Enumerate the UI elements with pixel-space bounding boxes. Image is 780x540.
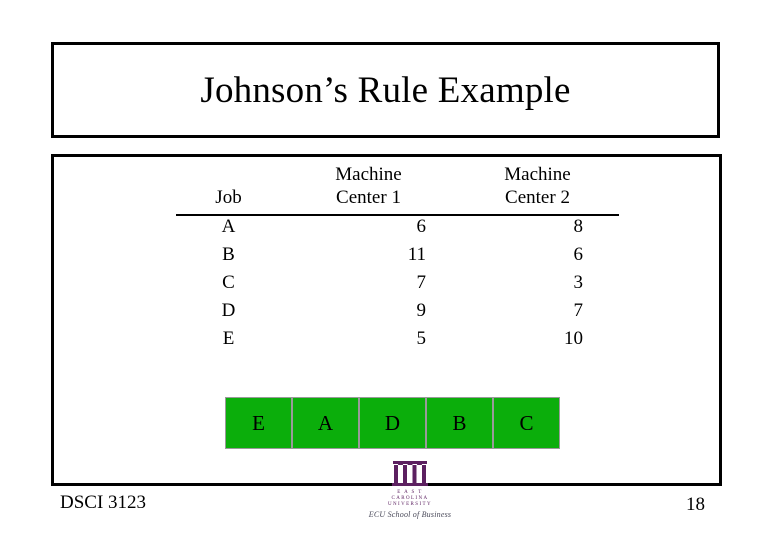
cell-job: C bbox=[222, 272, 235, 293]
ecu-logo: E A S T CAROLINA UNIVERSITY ECU School o… bbox=[330, 460, 490, 519]
table-row: A 6 8 bbox=[176, 216, 619, 244]
cell-mc2: 10 bbox=[564, 328, 583, 349]
cell-job: D bbox=[221, 300, 236, 321]
cell-mc1: 7 bbox=[416, 272, 427, 293]
table-row: E 5 10 bbox=[176, 328, 619, 356]
cell-mc1: 9 bbox=[416, 300, 427, 321]
column-header-job-label: Job bbox=[215, 187, 242, 208]
column-header-mc1-line2: Center 1 bbox=[336, 187, 401, 208]
cell-mc1: 11 bbox=[407, 244, 426, 265]
page-title: Johnson’s Rule Example bbox=[200, 69, 571, 111]
job-sequence-bar: E A D B C bbox=[225, 397, 560, 449]
table-body: A 6 8 B 11 6 C 7 3 D 9 7 E 5 10 bbox=[176, 216, 619, 356]
cell-mc1: 6 bbox=[416, 216, 427, 237]
cell-mc2: 7 bbox=[573, 300, 584, 321]
column-header-mc2-line2: Center 2 bbox=[505, 187, 570, 208]
cell-mc2: 6 bbox=[573, 244, 584, 265]
footer-page-number: 18 bbox=[686, 494, 705, 515]
cell-job: A bbox=[221, 216, 236, 237]
column-header-job: Job bbox=[176, 186, 281, 209]
cell-job: B bbox=[222, 244, 235, 265]
slide-content-frame bbox=[51, 154, 722, 486]
cell-mc2: 3 bbox=[573, 272, 584, 293]
ecu-logo-line-university: UNIVERSITY bbox=[388, 502, 432, 507]
cell-mc1: 5 bbox=[416, 328, 427, 349]
sequence-cell: E bbox=[225, 397, 292, 449]
ecu-logo-line-carolina: CAROLINA bbox=[391, 496, 429, 501]
ecu-logo-line-east: E A S T bbox=[397, 490, 423, 495]
table-row: D 9 7 bbox=[176, 300, 619, 328]
ecu-colonnade-icon bbox=[392, 461, 428, 486]
sequence-cell: C bbox=[493, 397, 560, 449]
sequence-cell: A bbox=[292, 397, 359, 449]
footer-course-code: DSCI 3123 bbox=[60, 492, 147, 513]
column-header-mc2-line1: Machine bbox=[504, 164, 571, 185]
ecu-logo-caption: ECU School of Business bbox=[368, 510, 452, 519]
table-row: C 7 3 bbox=[176, 272, 619, 300]
table-header-row: Job Machine Center 1 Machine Center 2 bbox=[176, 163, 619, 209]
column-header-machine-center-1: Machine Center 1 bbox=[281, 163, 456, 209]
table-row: B 11 6 bbox=[176, 244, 619, 272]
column-header-machine-center-2: Machine Center 2 bbox=[456, 163, 619, 209]
job-times-table: Job Machine Center 1 Machine Center 2 A … bbox=[176, 163, 619, 356]
slide-title-box: Johnson’s Rule Example bbox=[51, 42, 720, 138]
table-header-divider bbox=[176, 214, 619, 216]
column-header-mc1-line1: Machine bbox=[335, 164, 402, 185]
cell-mc2: 8 bbox=[573, 216, 584, 237]
cell-job: E bbox=[222, 328, 235, 349]
sequence-cell: D bbox=[359, 397, 426, 449]
sequence-cell: B bbox=[426, 397, 493, 449]
